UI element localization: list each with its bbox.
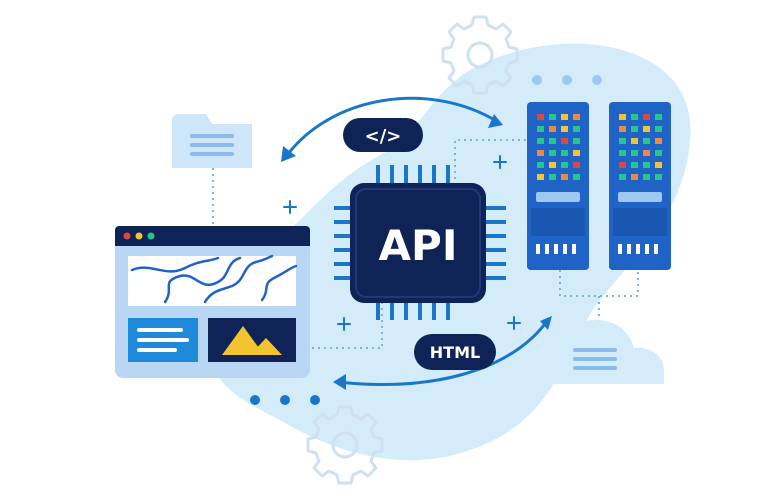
- curved-arrows: [283, 96, 550, 386]
- mountain-image-icon: [222, 326, 264, 355]
- window-dot-yellow: [135, 232, 143, 240]
- plus-icon: [493, 155, 507, 169]
- plus-icon: [507, 316, 521, 330]
- dots-top-right: [532, 75, 602, 85]
- dotted-connectors: [212, 139, 639, 349]
- gear-icon: [306, 405, 384, 485]
- code-tag-pill: </>: [343, 118, 423, 152]
- plus-icon: [337, 317, 351, 331]
- wavy-lines: [130, 254, 298, 304]
- gear-icon: [441, 15, 519, 95]
- html-tag-pill: HTML: [414, 334, 496, 370]
- browser-window: [115, 226, 310, 378]
- server-icon: [527, 102, 589, 270]
- server-leds: [619, 114, 662, 180]
- cloud-icon: [534, 320, 664, 384]
- code-tag-icon: </>: [365, 126, 402, 147]
- chip-label: API: [379, 221, 458, 270]
- server-leds: [537, 114, 580, 180]
- html-tag-label: HTML: [430, 343, 480, 362]
- server-icon: [609, 102, 671, 270]
- cpu-chip-icon: API: [334, 165, 506, 320]
- plus-icon: [283, 200, 297, 214]
- window-dot-green: [147, 232, 155, 240]
- window-dot-red: [123, 232, 131, 240]
- dots-bottom-left: [250, 395, 320, 405]
- folder-icon: [172, 114, 252, 168]
- arrowheads: [281, 114, 552, 390]
